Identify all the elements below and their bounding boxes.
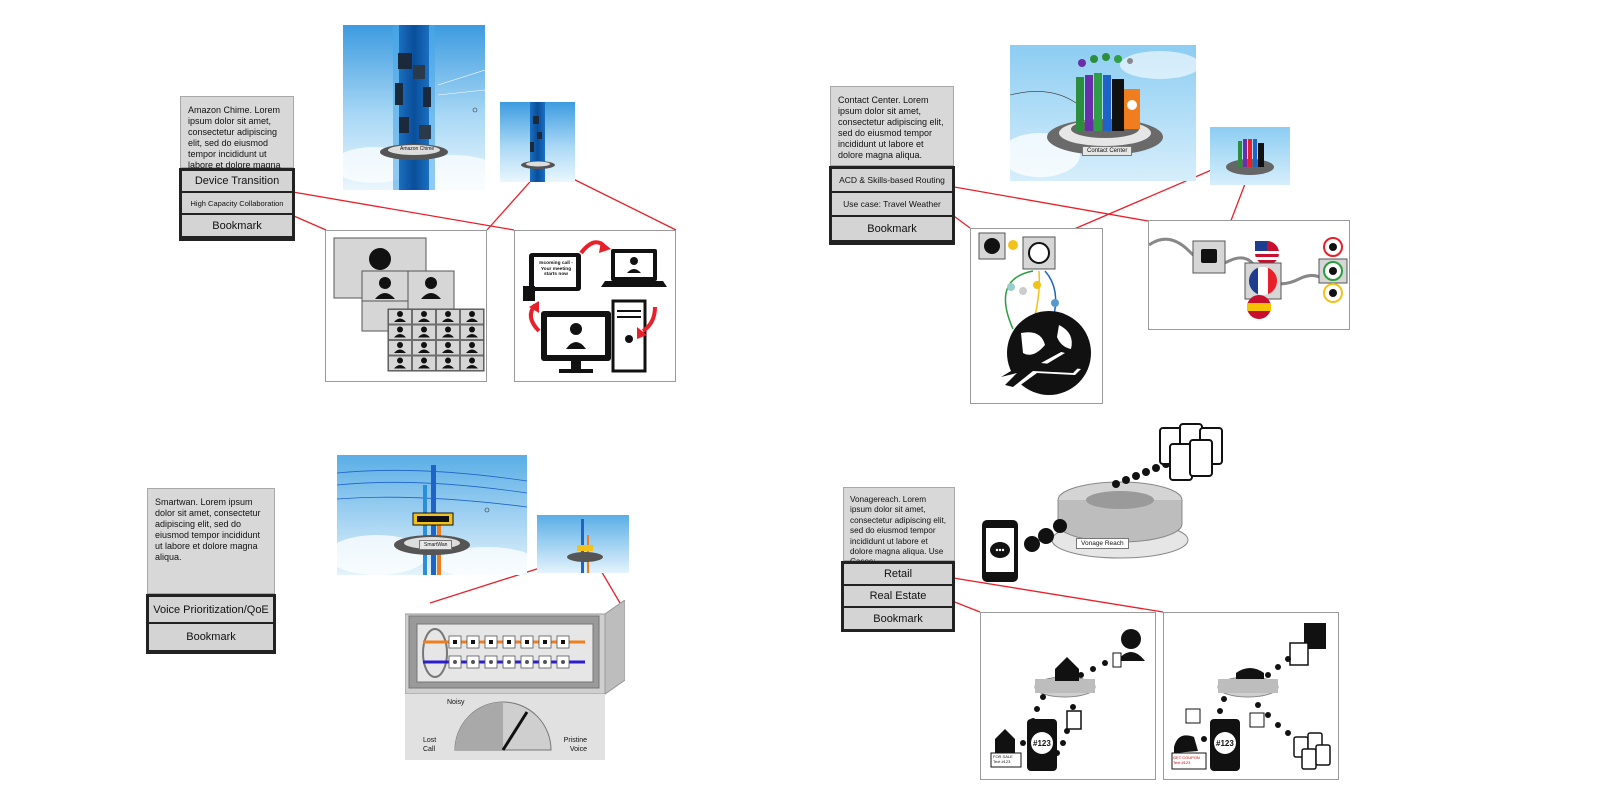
contact-center-label: Contact Center [1082, 146, 1133, 156]
high-capacity-collaboration-button[interactable]: High Capacity Collaboration [182, 193, 292, 215]
travel-weather-panel [970, 228, 1103, 404]
contact-center-zoom-image [1210, 127, 1290, 185]
packet-queue [448, 635, 570, 669]
vonage-reach-hero: Vonage Reach [980, 420, 1240, 588]
vonage-reach-label: Vonage Reach [1076, 538, 1129, 549]
chime-menu: Device Transition High Capacity Collabor… [179, 168, 295, 241]
qoe-panel: Noisy Lost Call Pristine Voice [405, 600, 625, 760]
smartwan-tower-label: SmartWan [419, 540, 453, 550]
real-estate-phone-tag: #123 [1033, 739, 1051, 748]
coupon-sign: GET COUPON Text #123 [1173, 755, 1200, 765]
participant-grid [388, 309, 484, 371]
device-transition-button[interactable]: Device Transition [182, 171, 292, 193]
voice-prioritization-button[interactable]: Voice Prioritization/QoE [149, 597, 273, 624]
chime-tower-zoom-image [500, 102, 575, 182]
retail-panel: #123 GET COUPON Text #123 [1163, 612, 1339, 780]
video-conference-panel [325, 230, 487, 382]
chime-description: Amazon Chime. Lorem ipsum dolor sit amet… [180, 96, 294, 181]
contact-description: Contact Center. Lorem ipsum dolor sit am… [830, 86, 954, 166]
smartwan-menu: Voice Prioritization/QoE Bookmark [146, 594, 276, 654]
real-estate-button[interactable]: Real Estate [844, 586, 952, 608]
vonage-description: Vonagereach. Lorem ipsum dolor sit amet,… [843, 487, 955, 566]
contact-bookmark-button[interactable]: Bookmark [832, 217, 952, 240]
chime-tower-image: Amazon Chime [343, 25, 485, 190]
travel-weather-button[interactable]: Use case: Travel Weather [832, 193, 952, 217]
real-estate-panel: #123 FOR SALE Text #123 [980, 612, 1156, 780]
incoming-call-card: Incoming call - Your meeting starts now [539, 261, 573, 277]
chime-bookmark-button[interactable]: Bookmark [182, 215, 292, 236]
device-transition-panel: Incoming call - Your meeting starts now [514, 230, 676, 382]
smartwan-zoom-image [537, 515, 629, 573]
smartwan-tower-image: SmartWan [337, 455, 527, 575]
retail-phone-tag: #123 [1216, 739, 1234, 748]
retail-button[interactable]: Retail [844, 564, 952, 586]
gauge-pristine-voice-label: Pristine Voice [563, 737, 587, 753]
for-sale-sign: FOR SALE Text #123 [993, 754, 1013, 764]
contact-center-image: Contact Center [1010, 45, 1196, 181]
contact-menu: ACD & Skills-based Routing Use case: Tra… [829, 166, 955, 245]
gauge-noisy-label: Noisy [447, 699, 465, 706]
vonage-menu: Retail Real Estate Bookmark [841, 561, 955, 632]
routing-panel [1148, 220, 1350, 330]
acd-routing-button[interactable]: ACD & Skills-based Routing [832, 169, 952, 193]
smartwan-bookmark-button[interactable]: Bookmark [149, 624, 273, 650]
vonage-bookmark-button[interactable]: Bookmark [844, 608, 952, 629]
smartwan-description: Smartwan. Lorem ipsum dolor sit amet, co… [147, 488, 275, 594]
gauge-lost-call-label: Lost Call [423, 737, 437, 753]
chime-tower-label: Amazon Chime [400, 146, 435, 152]
